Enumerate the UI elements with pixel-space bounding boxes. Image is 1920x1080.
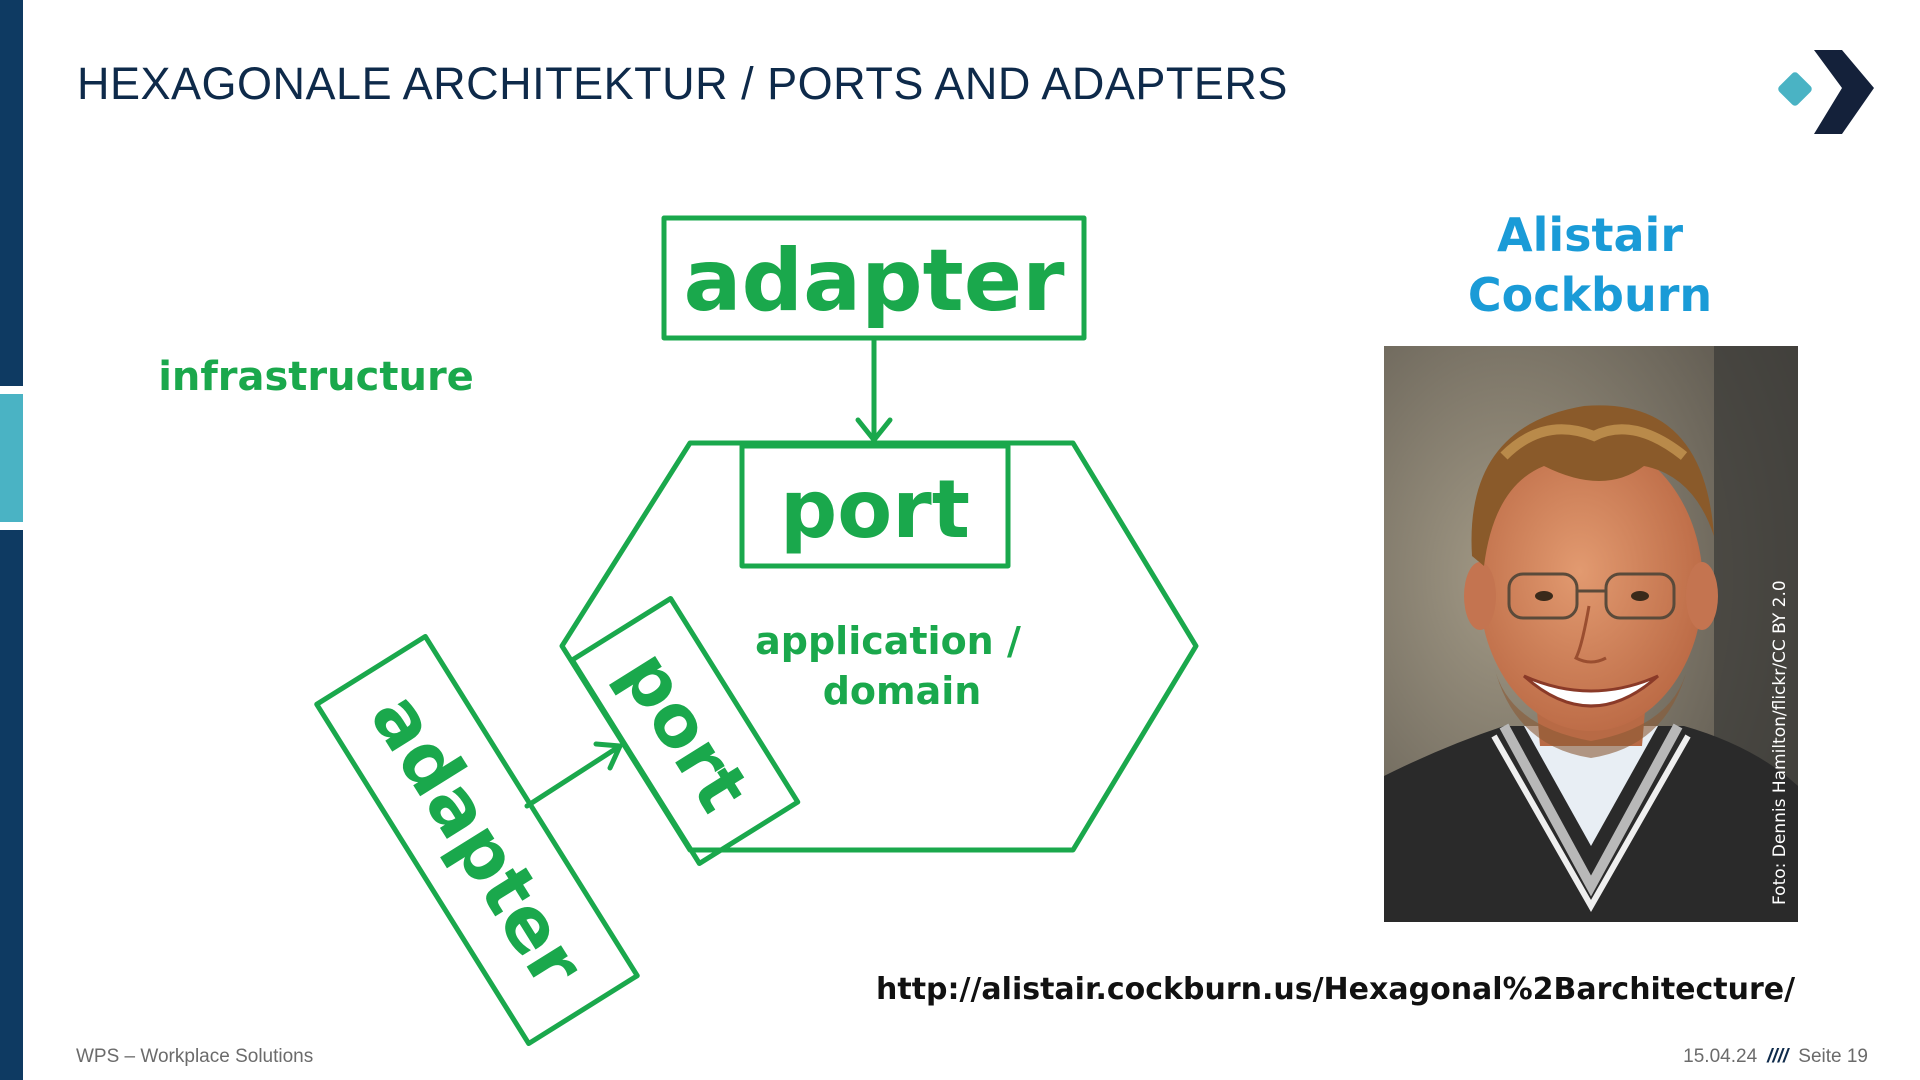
top-port-label: port: [780, 463, 970, 556]
accent-bar-bottom: [0, 530, 23, 1080]
footer-separator: ////: [1767, 1046, 1789, 1067]
footer-meta: 15.04.24 //// Seite 19: [1683, 1046, 1868, 1068]
wps-logo-icon: [1778, 50, 1874, 134]
left-accent-bar: [0, 0, 23, 1080]
left-arrow-line: [524, 743, 623, 809]
core-label-line1: application /: [755, 619, 1021, 663]
infrastructure-label: infrastructure: [158, 354, 474, 400]
reference-link[interactable]: http://alistair.cockburn.us/Hexagonal%2B…: [876, 972, 1796, 1007]
top-adapter-label: adapter: [683, 231, 1065, 331]
top-port-box: [739, 443, 1011, 569]
accent-bar-middle: [0, 394, 23, 522]
core-label-line2: domain: [823, 669, 982, 713]
person-name: Alistair Cockburn: [1440, 205, 1740, 325]
footer-date: 15.04.24: [1683, 1046, 1758, 1067]
person-name-line1: Alistair: [1497, 208, 1683, 262]
footer-company: WPS – Workplace Solutions: [76, 1046, 314, 1067]
left-adapter-label: adapter: [354, 678, 601, 1002]
application-hexagon: [559, 440, 1199, 853]
portrait-photo: [1384, 346, 1798, 922]
portrait-illustration: [1384, 346, 1798, 922]
left-port-box: [569, 595, 801, 867]
footer-page: Seite 19: [1798, 1046, 1868, 1067]
left-port-label: port: [604, 636, 766, 825]
accent-bar-top: [0, 0, 23, 386]
person-name-line2: Cockburn: [1467, 268, 1713, 322]
top-arrow-head: [855, 417, 893, 443]
left-arrow-head: [593, 741, 623, 771]
slide-title: HEXAGONALE ARCHITEKTUR / PORTS AND ADAPT…: [77, 58, 1288, 109]
photo-credit: Foto: Dennis Hamilton/flickr/CC BY 2.0: [1770, 580, 1790, 905]
